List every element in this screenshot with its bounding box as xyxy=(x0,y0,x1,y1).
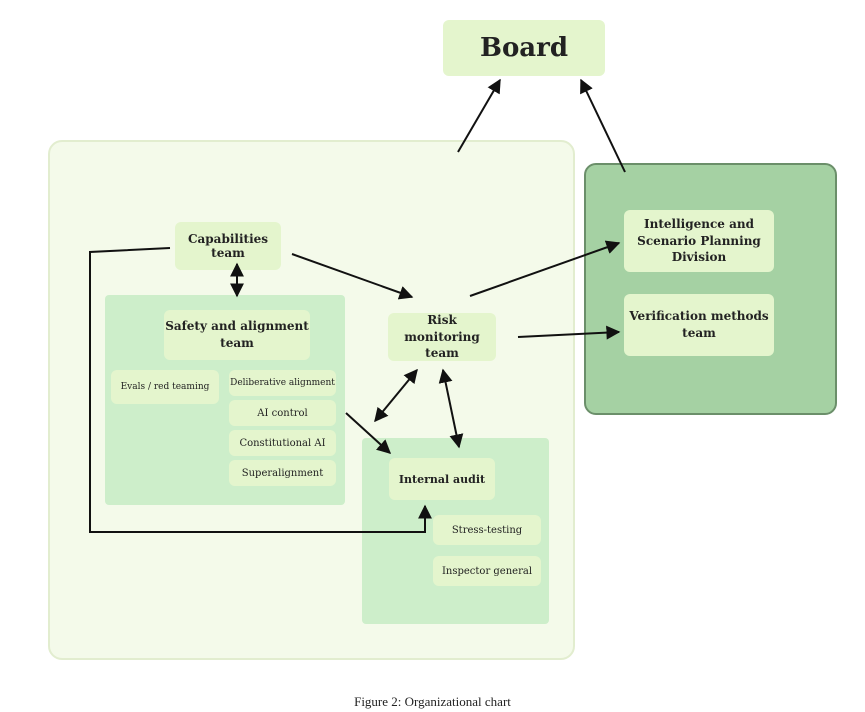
capabilities-team-node: Capabilities team xyxy=(175,222,281,270)
board-node: Board xyxy=(443,20,605,76)
arrow-risk-to-intelligence xyxy=(469,240,621,297)
intelligence-scenario-planning-node: Intelligence and Scenario Planning Divis… xyxy=(624,210,774,272)
arrow-capabilities-to-audit xyxy=(89,247,432,533)
safety-alignment-team-node: Safety and alignment team xyxy=(164,310,310,360)
external-oversight-region xyxy=(584,163,837,415)
risk-monitoring-team-node: Risk monitoring team xyxy=(388,313,496,361)
arrow-risk-audit xyxy=(438,368,464,449)
arrow-capabilities-to-risk xyxy=(291,253,414,300)
arrow-org-to-board xyxy=(457,78,501,153)
deliberative-alignment-node: Deliberative alignment xyxy=(229,370,336,396)
internal-audit-node: Internal audit xyxy=(389,458,495,500)
figure-caption: Figure 2: Organizational chart xyxy=(354,694,511,709)
verification-methods-team-node: Verification methods team xyxy=(624,294,774,356)
superalignment-node: Superalignment xyxy=(229,460,336,486)
arrow-safety-to-audit xyxy=(345,412,392,454)
arrow-risk-safety xyxy=(374,368,418,423)
ai-control-node: AI control xyxy=(229,400,336,426)
arrow-external-to-board xyxy=(580,78,626,173)
inspector-general-node: Inspector general xyxy=(433,556,541,586)
stress-testing-node: Stress-testing xyxy=(433,515,541,545)
constitutional-ai-node: Constitutional AI xyxy=(229,430,336,456)
evals-red-teaming-node: Evals / red teaming xyxy=(111,370,219,404)
arrow-risk-to-verification xyxy=(517,325,621,340)
